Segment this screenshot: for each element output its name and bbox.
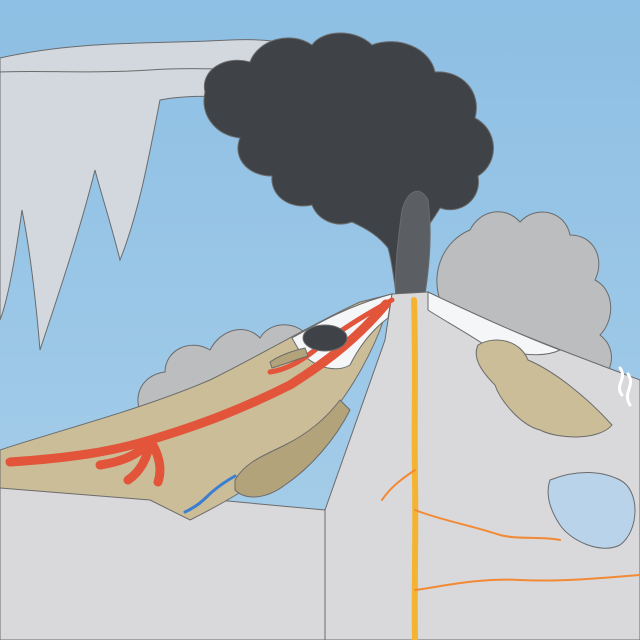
snow-cap-right (427, 291, 562, 356)
meltwater-stream (183, 474, 237, 514)
landslide-deposit (475, 339, 613, 438)
magma-conduit (411, 297, 419, 640)
lava-flow-distal (95, 435, 165, 487)
volcanic-bomb (302, 324, 348, 352)
fumarole-steam (617, 366, 633, 407)
glacier-ice (547, 472, 636, 549)
dike-3 (381, 469, 416, 501)
dike-2 (414, 574, 640, 591)
dike-1 (414, 509, 561, 541)
bomb-fragments (269, 347, 309, 369)
debris-flow-deposit (234, 399, 351, 498)
lava-flow-main (5, 299, 391, 467)
eruption-column (394, 190, 431, 301)
